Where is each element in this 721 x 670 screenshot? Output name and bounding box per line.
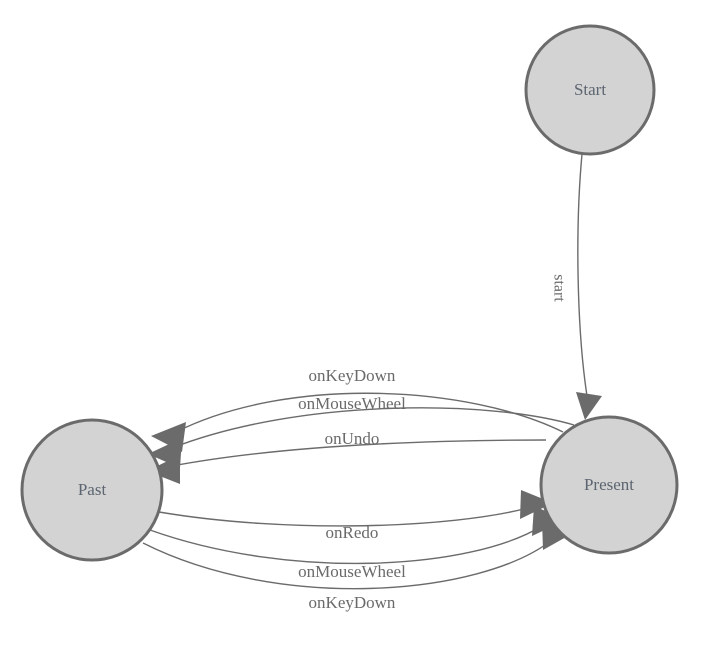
node-past-circle[interactable]	[20, 418, 164, 562]
edge-start-present-curve	[577, 153, 588, 397]
edge-past-present-3-label: onKeyDown	[309, 593, 396, 612]
edge-start-present[interactable]	[576, 153, 602, 420]
edge-past-present-1-label: onRedo	[326, 523, 379, 542]
edge-present-past-2-label: onMouseWheel	[298, 394, 406, 413]
edge-start-present-arrowhead-icon	[576, 392, 602, 420]
edge-past-present-1-curve	[158, 507, 529, 527]
edge-past-present-3-arrowhead-icon	[542, 520, 575, 550]
edge-present-past-2-curve	[171, 407, 575, 449]
edge-past-present-2[interactable]	[149, 506, 566, 565]
edge-past-present-1[interactable]	[158, 490, 553, 527]
edge-past-present-2-arrowhead-icon	[532, 506, 566, 536]
edge-present-past-1-curve	[175, 392, 564, 433]
node-start[interactable]: Start	[524, 24, 656, 156]
node-past-label: Past	[78, 480, 107, 499]
node-start-label: Start	[574, 80, 606, 99]
node-present[interactable]: Present	[539, 415, 679, 555]
edge-start-present-label: start	[550, 274, 567, 302]
edge-past-present-3[interactable]	[142, 520, 575, 590]
edge-present-past-3-curve	[171, 439, 547, 467]
edge-past-present-3-curve	[142, 539, 553, 590]
edge-labels-layer: start onKeyDown onMouseWheel onUndo onRedo on…	[298, 274, 567, 612]
edge-present-past-3-arrowhead-icon	[147, 455, 180, 484]
edge-present-past-3[interactable]	[147, 439, 547, 484]
node-present-circle[interactable]	[539, 415, 679, 555]
edge-present-past-3-label: onUndo	[325, 429, 380, 448]
edge-past-present-2-curve	[149, 525, 543, 565]
edge-past-present-2-label: onMouseWheel	[298, 562, 406, 581]
edge-present-past-1-label: onKeyDown	[309, 366, 396, 385]
node-start-circle[interactable]	[524, 24, 656, 156]
edge-past-present-1-arrowhead-icon	[520, 490, 553, 519]
node-present-label: Present	[584, 475, 634, 494]
node-past[interactable]: Past	[20, 418, 164, 562]
edges-layer	[142, 153, 602, 590]
